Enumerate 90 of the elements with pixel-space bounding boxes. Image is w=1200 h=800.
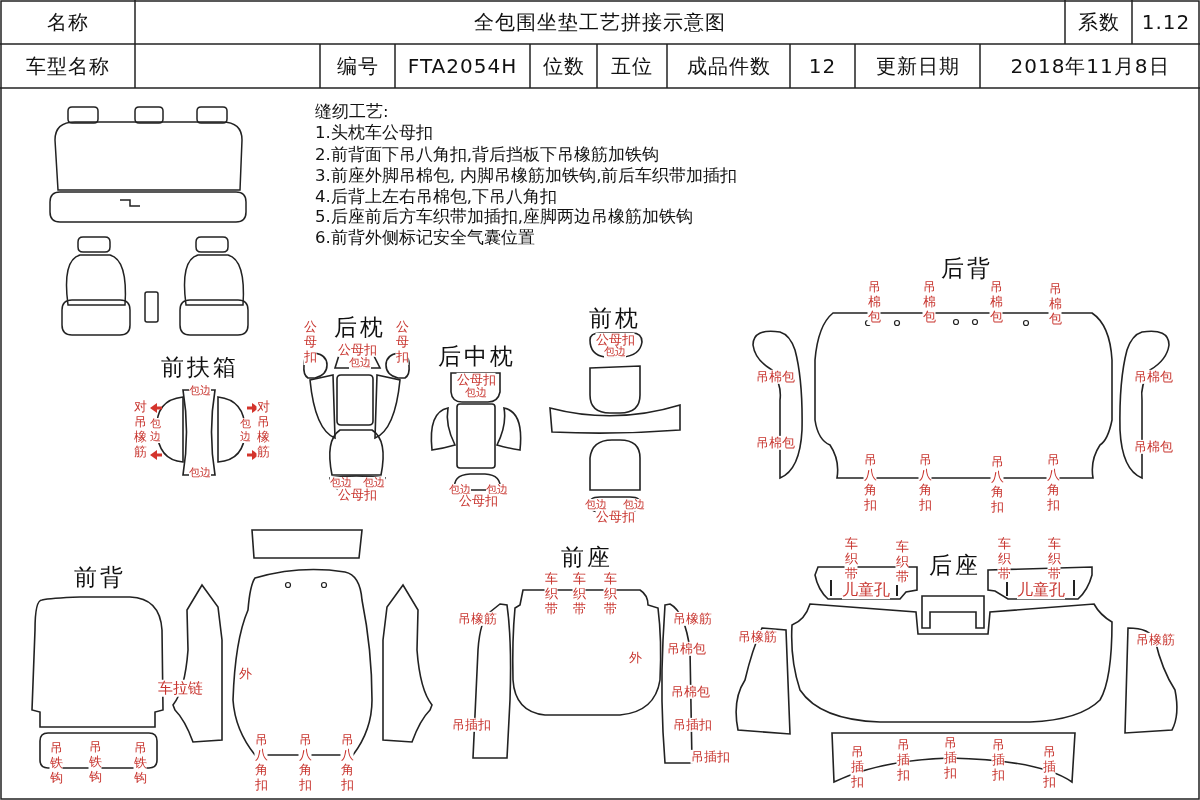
sewing-mark-label: 吊八角扣 bbox=[1046, 453, 1060, 513]
sewing-mark-label: 公母扣 bbox=[395, 320, 409, 365]
sewing-mark-label: 包边 bbox=[623, 498, 645, 512]
sewing-mark-label: 吊橡筋 bbox=[672, 611, 712, 627]
sewing-mark-label: 吊棉包 bbox=[1133, 369, 1173, 385]
sewing-mark-label: 公母扣 bbox=[595, 509, 635, 525]
header-text: FTA2054H bbox=[406, 53, 519, 80]
sewing-mark-label: 对吊橡筋 bbox=[133, 400, 147, 460]
sewing-mark-label: 儿童孔 bbox=[842, 581, 890, 599]
sewing-mark-label: 吊八角扣 bbox=[340, 733, 354, 793]
sewing-mark-label: 吊插扣 bbox=[690, 749, 730, 765]
sewing-mark-label: 吊插扣 bbox=[451, 717, 491, 733]
sewing-mark-label: 吊棉包 bbox=[867, 280, 881, 325]
sewing-note: 缝纫工艺: bbox=[315, 103, 389, 122]
sewing-mark-label: 吊插扣 bbox=[896, 738, 910, 783]
sewing-mark-label: 吊八角扣 bbox=[918, 453, 932, 513]
header-text: 1.12 bbox=[1140, 9, 1192, 36]
sewing-mark-label: 吊橡筋 bbox=[737, 629, 777, 645]
sewing-mark-label: 公母扣 bbox=[337, 342, 377, 358]
sewing-mark-label: 公母扣 bbox=[456, 372, 496, 388]
header-text: 名称 bbox=[45, 8, 90, 36]
header-text: 成品件数 bbox=[685, 52, 772, 80]
sewing-mark-label: 包边 bbox=[189, 384, 211, 398]
sewing-mark-label: 车织带 bbox=[603, 572, 617, 617]
sewing-mark-label: 吊八角扣 bbox=[863, 453, 877, 513]
sewing-mark-label: 吊橡筋 bbox=[1135, 632, 1175, 648]
sewing-mark-label: 包边 bbox=[149, 418, 161, 444]
sewing-mark-label: 公母扣 bbox=[337, 487, 377, 503]
sewing-mark-label: 车织带 bbox=[1047, 537, 1061, 582]
sewing-mark-label: 车织带 bbox=[895, 540, 909, 585]
sewing-mark-label: 吊棉包 bbox=[755, 369, 795, 385]
sewing-mark-label: 外 bbox=[628, 650, 642, 666]
sewing-mark-label: 吊棉包 bbox=[922, 280, 936, 325]
sewing-mark-label: 车织带 bbox=[997, 537, 1011, 582]
sewing-mark-label: 包边 bbox=[349, 356, 371, 370]
sewing-mark-label: 对吊橡筋 bbox=[256, 400, 270, 460]
part-heading: 前座 bbox=[561, 542, 613, 572]
sewing-mark-label: 儿童孔 bbox=[1017, 581, 1065, 599]
part-heading: 后枕 bbox=[334, 312, 386, 342]
part-heading: 前枕 bbox=[589, 303, 641, 333]
part-heading: 前扶箱 bbox=[161, 352, 239, 382]
sewing-mark-label: 吊插扣 bbox=[850, 745, 864, 790]
sewing-mark-label: 吊插扣 bbox=[943, 736, 957, 781]
sewing-mark-label: 包边 bbox=[465, 386, 487, 400]
header-text: 2018年11月8日 bbox=[1009, 52, 1171, 80]
header-text: 车型名称 bbox=[24, 52, 111, 80]
sewing-mark-label: 车织带 bbox=[844, 537, 858, 582]
sewing-mark-label: 吊橡筋 bbox=[457, 611, 497, 627]
sewing-mark-label: 吊八角扣 bbox=[990, 455, 1004, 515]
sewing-note: 2.前背面下吊八角扣,背后挡板下吊橡筋加铁钩 bbox=[315, 146, 659, 165]
sewing-note: 1.头枕车公母扣 bbox=[315, 124, 433, 143]
diagram-title: 全包围坐垫工艺拼接示意图 bbox=[473, 8, 727, 36]
sewing-mark-label: 吊铁钩 bbox=[88, 740, 102, 785]
sewing-note: 5.后座前后方车织带加插扣,座脚两边吊橡筋加铁钩 bbox=[315, 208, 693, 227]
sewing-note: 6.前背外侧标记安全气囊位置 bbox=[315, 229, 535, 248]
header-text: 12 bbox=[807, 53, 838, 80]
sewing-mark-label: 吊插扣 bbox=[672, 717, 712, 733]
sewing-mark-label: 包边 bbox=[189, 466, 211, 480]
header-text: 编号 bbox=[335, 52, 380, 80]
sewing-mark-label: 包边 bbox=[363, 476, 385, 490]
part-heading: 后座 bbox=[929, 550, 981, 580]
sewing-mark-label: 车织带 bbox=[544, 572, 558, 617]
sewing-note: 4.后背上左右吊棉包,下吊八角扣 bbox=[315, 188, 557, 207]
sewing-mark-label: 吊铁钩 bbox=[49, 741, 63, 786]
part-heading: 前背 bbox=[74, 562, 126, 592]
header-text: 系数 bbox=[1076, 8, 1121, 36]
sewing-mark-label: 吊棉包 bbox=[1133, 439, 1173, 455]
sewing-mark-label: 吊插扣 bbox=[1042, 745, 1056, 790]
header-text: 位数 bbox=[541, 52, 586, 80]
sewing-mark-label: 包边 bbox=[239, 418, 251, 444]
sewing-mark-label: 吊棉包 bbox=[989, 280, 1003, 325]
sewing-mark-label: 吊棉包 bbox=[755, 435, 795, 451]
sewing-mark-label: 包边 bbox=[585, 498, 607, 512]
sewing-mark-label: 吊棉包 bbox=[1048, 282, 1062, 327]
sewing-mark-label: 吊铁钩 bbox=[133, 741, 147, 786]
sewing-mark-label: 包边 bbox=[604, 345, 626, 359]
sewing-mark-label: 吊插扣 bbox=[991, 738, 1005, 783]
sewing-mark-label: 车拉链 bbox=[157, 679, 203, 697]
sewing-mark-label: 吊八角扣 bbox=[254, 733, 268, 793]
part-heading: 后中枕 bbox=[438, 341, 516, 371]
sewing-mark-label: 吊棉包 bbox=[666, 641, 706, 657]
sewing-mark-label: 车织带 bbox=[572, 572, 586, 617]
header-text: 更新日期 bbox=[874, 52, 961, 80]
part-heading: 后背 bbox=[941, 253, 993, 281]
sewing-mark-label: 公母扣 bbox=[303, 320, 317, 365]
header-text: 五位 bbox=[610, 52, 654, 80]
sewing-note: 3.前座外脚吊棉包, 内脚吊橡筋加铁钩,前后车织带加插扣 bbox=[315, 167, 738, 186]
sewing-mark-label: 吊棉包 bbox=[670, 684, 710, 700]
sewing-mark-label: 吊八角扣 bbox=[298, 733, 312, 793]
sewing-mark-label: 外 bbox=[238, 666, 252, 682]
